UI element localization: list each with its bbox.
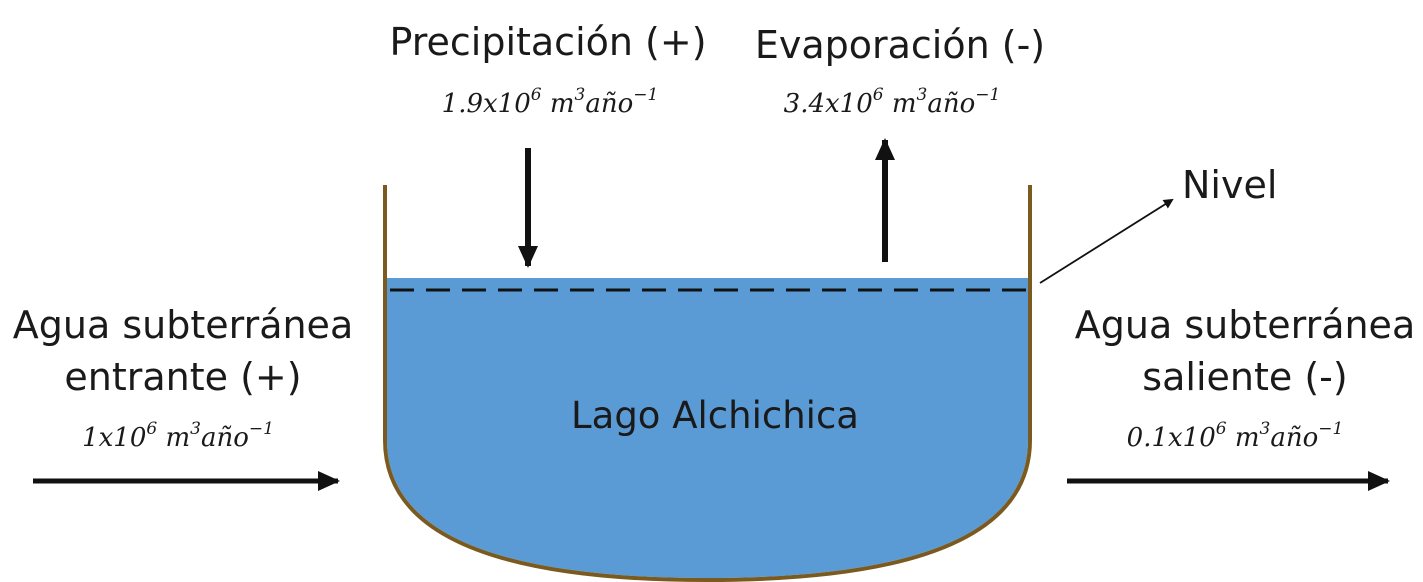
level-label: Nivel — [1182, 163, 1277, 207]
groundwater-in-value: 1x106 m3año−1 — [82, 419, 274, 453]
level-pointer-arrow — [1039, 198, 1174, 284]
groundwater-out-line1: Agua subterránea — [1075, 303, 1415, 347]
precipitation-group: Precipitación (+) 1.9x106 m3año−1 — [389, 20, 707, 268]
groundwater-in-line1: Agua subterránea — [13, 303, 353, 347]
lake-water — [387, 278, 1028, 578]
groundwater-in-group: Agua subterránea entrante (+) 1x106 m3añ… — [13, 303, 353, 491]
evaporation-label: Evaporación (-) — [755, 23, 1045, 67]
precipitation-label: Precipitación (+) — [389, 20, 706, 64]
precipitation-value: 1.9x106 m3año−1 — [442, 85, 659, 119]
groundwater-out-group: Agua subterránea saliente (-) 0.1x106 m3… — [1067, 303, 1415, 491]
groundwater-out-line2: saliente (-) — [1142, 355, 1347, 399]
groundwater-out-value: 0.1x106 m3año−1 — [1127, 419, 1344, 453]
level-group: Nivel — [1039, 163, 1277, 284]
lake-basin: Lago Alchichica — [383, 185, 1032, 582]
groundwater-in-line2: entrante (+) — [64, 355, 301, 399]
lake-walls — [383, 185, 1032, 582]
evaporation-value: 3.4x106 m3año−1 — [784, 85, 1001, 119]
evaporation-group: Evaporación (-) 3.4x106 m3año−1 — [755, 23, 1045, 262]
lake-name: Lago Alchichica — [571, 394, 859, 437]
